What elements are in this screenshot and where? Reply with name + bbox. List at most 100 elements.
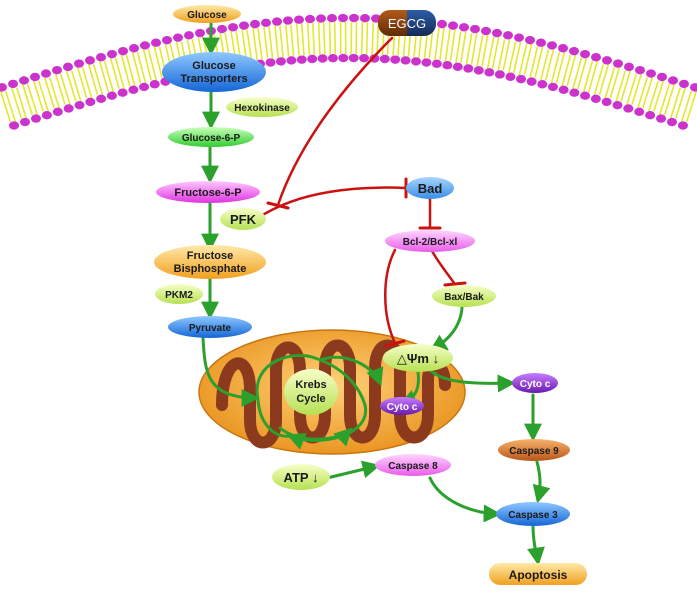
- lipid-tail: [658, 84, 671, 116]
- delta-psi-m-node[interactable]: △Ψm ↓: [383, 344, 453, 372]
- bax-bak-node[interactable]: Bax/Bak: [432, 285, 496, 307]
- lipid-tail: [598, 63, 610, 96]
- hexokinase-node[interactable]: Hexokinase: [226, 97, 298, 117]
- fructose-6-p-node[interactable]: Fructose-6-P: [156, 181, 260, 203]
- lipid-tail: [246, 29, 253, 62]
- arrow-pyruvate-to-krebs: [201, 336, 260, 407]
- lipid-tail: [534, 46, 544, 78]
- lipid-head: [307, 54, 318, 64]
- lipid-tail: [497, 39, 506, 71]
- apoptosis-label: Apoptosis: [509, 568, 568, 582]
- arrow-casp9-to-casp3: [532, 460, 551, 504]
- inhibit-pfk-to-bad: [256, 186, 408, 220]
- lipid-head: [8, 79, 18, 89]
- lipid-head: [569, 46, 579, 56]
- lipid-head: [349, 13, 359, 23]
- pyruvate-label: Pyruvate: [189, 323, 232, 334]
- pfk-label: PFK: [230, 212, 257, 227]
- fructose-bisphosphate-node[interactable]: Fructose Bisphosphate: [154, 245, 266, 279]
- caspase-3-node[interactable]: Caspase 3: [496, 502, 570, 526]
- glucose-node[interactable]: Glucose: [173, 5, 241, 23]
- atp-node[interactable]: ATP ↓: [272, 464, 330, 490]
- lipid-tail: [317, 22, 321, 55]
- lipid-tail: [637, 77, 649, 109]
- pkm2-node[interactable]: PKM2: [155, 284, 203, 304]
- arrow-atp-to-casp8: [325, 460, 381, 480]
- egcg-node[interactable]: EGCG: [378, 9, 437, 37]
- lipid-tail: [274, 25, 279, 58]
- lipid-head: [96, 53, 106, 62]
- lipid-tail: [322, 22, 326, 55]
- lipid-tail: [26, 84, 39, 116]
- lipid-tail: [153, 46, 163, 78]
- lipid-head: [526, 77, 537, 86]
- lipid-head: [624, 62, 634, 72]
- bcl2-bclxl-node[interactable]: Bcl-2/Bcl-xl: [385, 230, 475, 252]
- lipid-head: [503, 31, 513, 40]
- lipid-head: [612, 100, 623, 110]
- lipid-head: [348, 53, 359, 63]
- lipid-head: [463, 64, 474, 73]
- cyto-c-inner-node[interactable]: Cyto c: [380, 397, 424, 415]
- lipid-head: [41, 110, 52, 120]
- lipid-head: [634, 107, 645, 117]
- lipid-tail: [147, 49, 158, 81]
- lipid-head: [128, 85, 139, 94]
- glucose-label: Glucose: [187, 10, 227, 21]
- egcg-label: EGCG: [388, 16, 426, 31]
- lipid-head: [452, 62, 463, 71]
- lipid-head: [63, 104, 74, 113]
- lipid-head: [442, 61, 453, 70]
- inhibit-bcl2-to-dpsim: [384, 248, 397, 345]
- lipid-tail: [295, 23, 300, 56]
- lipid-tail: [669, 87, 682, 119]
- caspase-9-node[interactable]: Caspase 9: [498, 439, 570, 461]
- glucose-6-p-node[interactable]: Glucose-6-P: [168, 127, 254, 147]
- lipid-tail: [300, 23, 305, 56]
- caspase-8-node[interactable]: Caspase 8: [375, 454, 451, 476]
- krebs-cycle-loop-3: [256, 398, 292, 438]
- krebs-cycle-node[interactable]: Krebs Cycle: [284, 369, 338, 415]
- lipid-head: [666, 117, 677, 127]
- lipid-head: [421, 58, 432, 67]
- lipid-tail: [444, 29, 451, 62]
- lipid-tail: [685, 90, 697, 122]
- lipid-tail: [257, 27, 263, 60]
- lipid-tail: [98, 60, 110, 93]
- mitochondrial-cristae: [216, 339, 451, 449]
- lipid-tail: [626, 73, 638, 105]
- cyto-c-outer-node[interactable]: Cyto c: [512, 373, 558, 393]
- lipid-tail: [529, 46, 539, 78]
- fructose-6-p-label: Fructose-6-P: [174, 187, 241, 199]
- lipid-tail: [502, 39, 511, 71]
- arrow-casp8-to-casp3: [428, 476, 502, 523]
- apoptosis-node[interactable]: Apoptosis: [489, 563, 587, 585]
- lipid-head: [437, 19, 447, 29]
- lipid-head: [481, 26, 491, 36]
- lipid-head: [635, 66, 645, 75]
- lipid-tail: [360, 22, 364, 55]
- lipid-tail: [114, 57, 125, 90]
- lipid-head: [106, 91, 117, 100]
- bad-node[interactable]: Bad: [406, 177, 454, 199]
- lipid-tail: [54, 73, 66, 105]
- lipid-head: [558, 44, 568, 53]
- pfk-node[interactable]: PFK: [220, 208, 266, 230]
- lipid-tail: [109, 57, 120, 90]
- lipid-tail: [577, 57, 588, 90]
- krebs-cycle-label-line2: Cycle: [296, 393, 325, 405]
- lipid-tail: [486, 36, 495, 69]
- lipid-tail: [587, 60, 599, 93]
- lipid-tail: [92, 63, 104, 96]
- lipid-head: [431, 59, 442, 68]
- lipid-tail: [76, 67, 88, 99]
- pyruvate-node[interactable]: Pyruvate: [168, 316, 252, 338]
- lipid-head: [20, 117, 31, 127]
- glucose-6-p-label: Glucose-6-P: [182, 133, 241, 144]
- atp-label: ATP ↓: [284, 470, 319, 485]
- lipid-head: [690, 83, 697, 92]
- lipid-head: [514, 33, 524, 42]
- glucose-transporters-node[interactable]: Glucose Transporters: [162, 52, 266, 92]
- lipid-tail: [572, 57, 583, 90]
- lipid-head: [677, 121, 688, 130]
